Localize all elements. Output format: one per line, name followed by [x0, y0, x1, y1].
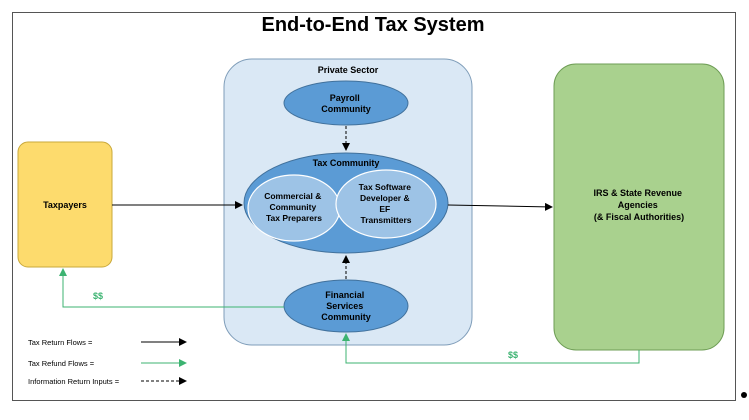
- legend-info-return-label: Information Return Inputs =: [28, 377, 120, 386]
- irs-label-line-3: (& Fiscal Authorities): [594, 212, 684, 222]
- taxpayers-label: Taxpayers: [43, 200, 87, 210]
- preparers-label-line-2: Community: [269, 202, 316, 212]
- irs-label-line-1: IRS & State Revenue: [593, 188, 682, 198]
- preparers-label-line-1: Commercial &: [264, 191, 321, 201]
- software-label-line-2: Developer &: [360, 193, 410, 203]
- irs-label-line-2: Agencies: [618, 200, 658, 210]
- financial-label-line-2: Services: [326, 301, 363, 311]
- irs-label: IRS & State Revenue Agencies (& Fiscal A…: [593, 188, 684, 222]
- payroll-label-line-1: Payroll: [330, 93, 360, 103]
- tax-community-to-irs-arrow: [447, 202, 553, 211]
- software-label-line-3: EF: [379, 204, 390, 214]
- software-ellipse: [335, 169, 437, 239]
- private-sector-label: Private Sector: [318, 65, 379, 75]
- tax-community-label: Tax Community: [313, 158, 380, 168]
- software-label-line-1: Tax Software: [359, 182, 412, 192]
- financial-label-line-1: Financial: [325, 290, 364, 300]
- preparers-label-line-3: Tax Preparers: [266, 213, 322, 223]
- payroll-ellipse: [283, 80, 409, 126]
- financial-ellipse: [283, 279, 409, 333]
- refund-to-taxpayers-label: $$: [93, 291, 103, 301]
- legend-tax-refund-label: Tax Refund Flows =: [28, 359, 95, 368]
- software-label-line-4: Transmitters: [360, 215, 411, 225]
- preparers-label: Commercial & Community Tax Preparers: [264, 191, 324, 223]
- refund-irs-to-financial-arrow: [342, 333, 640, 364]
- financial-label: Financial Services Community: [321, 290, 371, 322]
- bullet-dot: [741, 392, 747, 398]
- refund-financial-to-taxpayers-arrow: [59, 268, 284, 308]
- refund-from-irs-label: $$: [508, 350, 518, 360]
- legend-tax-return-label: Tax Return Flows =: [28, 338, 93, 347]
- payroll-label-line-2: Community: [321, 104, 371, 114]
- financial-label-line-3: Community: [321, 312, 371, 322]
- software-label: Tax Software Developer & EF Transmitters: [359, 182, 414, 225]
- diagram-title: End-to-End Tax System: [261, 14, 485, 36]
- payroll-label: Payroll Community: [321, 93, 371, 114]
